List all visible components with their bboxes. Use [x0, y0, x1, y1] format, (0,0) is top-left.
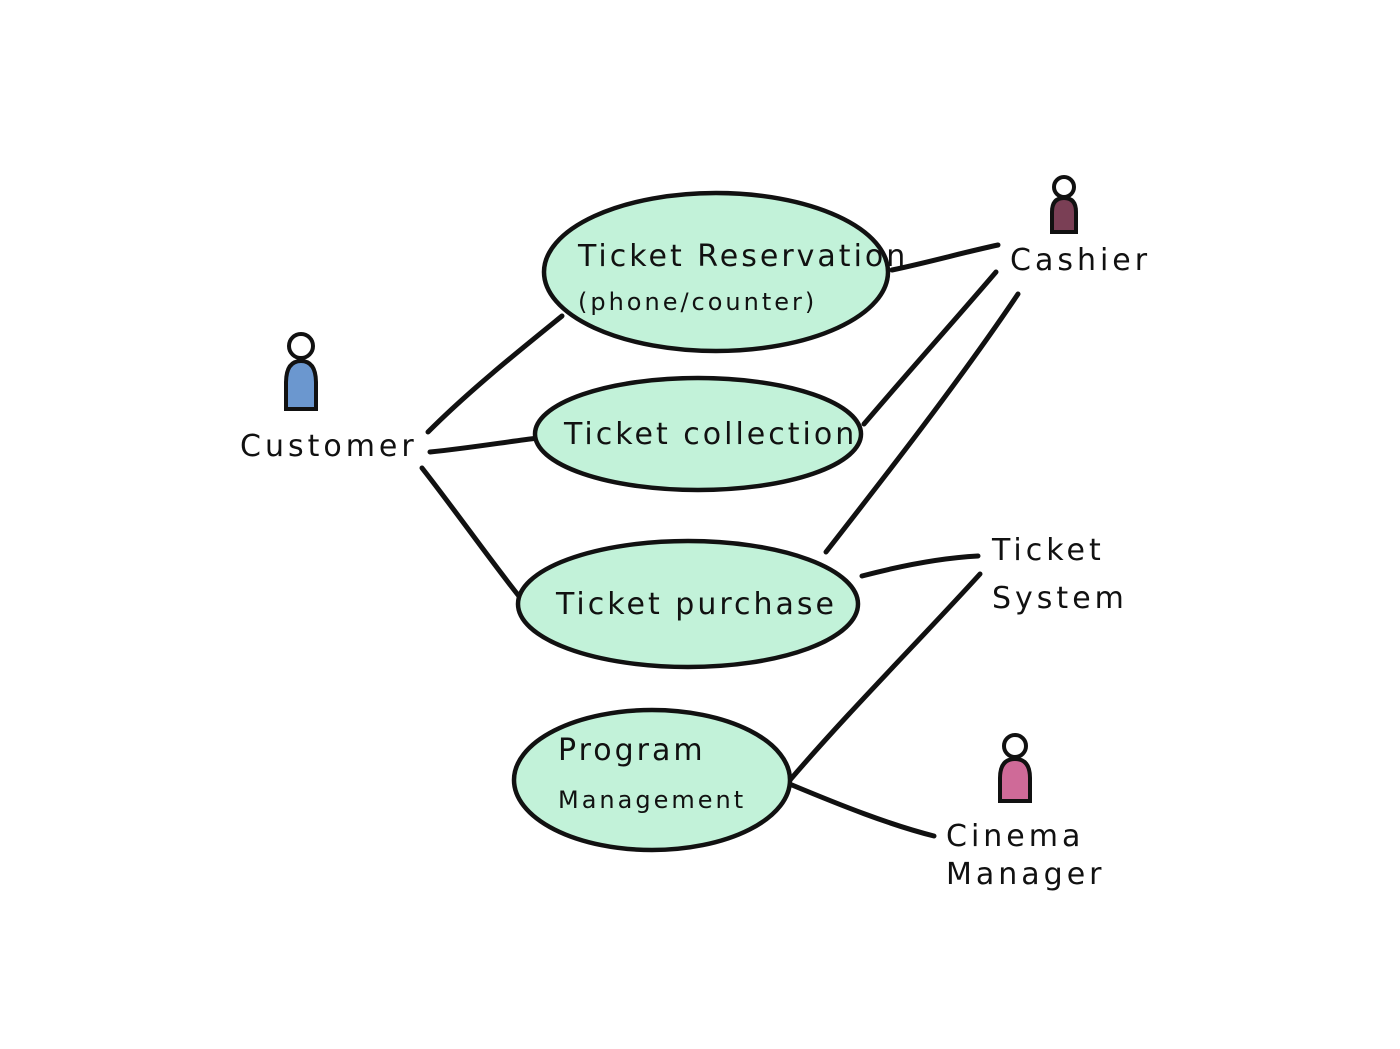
edge-customer-reservation [425, 313, 565, 435]
actor-cinema-manager-label-line2: Manager [946, 857, 1106, 892]
edge-purchase-cashier [823, 291, 1021, 555]
edge-program-cinema-manager [789, 782, 937, 839]
use-case-program-label-line2: Management [558, 786, 746, 814]
actor-ticket-system-label-line2: System [992, 581, 1128, 616]
actor-cashier: Cashier [1010, 175, 1151, 278]
actor-ticket-system-label-line1: Ticket [991, 533, 1105, 568]
use-case-reservation-label-line1: Ticket Reservation [577, 239, 908, 274]
edge-purchase-ticket-system [859, 553, 981, 579]
actor-cashier-label: Cashier [1010, 243, 1151, 278]
use-case-purchase: Ticket purchase [515, 538, 861, 670]
edge-program-ticket-system [787, 571, 983, 783]
edge-customer-collection [427, 435, 541, 455]
use-case-program-label-line1: Program [558, 733, 706, 768]
use-case-reservation-label-line2: (phone/counter) [578, 288, 817, 316]
use-case-collection: Ticket collection [532, 375, 864, 493]
use-case-reservation: Ticket Reservation (phone/counter) [541, 190, 908, 354]
cinema-manager-person-icon [998, 733, 1032, 803]
use-case-collection-shape [532, 375, 864, 493]
actor-ticket-system: Ticket System [991, 533, 1128, 616]
use-case-program-shape [511, 707, 793, 853]
customer-person-icon [284, 332, 318, 411]
use-case-reservation-shape [541, 190, 891, 354]
cashier-person-icon [1050, 175, 1078, 234]
actor-cinema-manager: Cinema Manager [946, 733, 1106, 892]
edge-reservation-cashier [889, 242, 1001, 273]
use-case-collection-label: Ticket collection [563, 417, 857, 452]
actor-cinema-manager-label-line1: Cinema [946, 819, 1084, 854]
actor-customer: Customer [240, 332, 418, 464]
actor-customer-label: Customer [240, 429, 418, 464]
use-case-program: Program Management [511, 707, 793, 853]
associations [419, 242, 1021, 839]
use-case-purchase-shape [515, 538, 861, 670]
edge-customer-purchase [419, 465, 525, 603]
use-case-purchase-label: Ticket purchase [555, 587, 837, 622]
edge-collection-cashier [861, 269, 999, 427]
